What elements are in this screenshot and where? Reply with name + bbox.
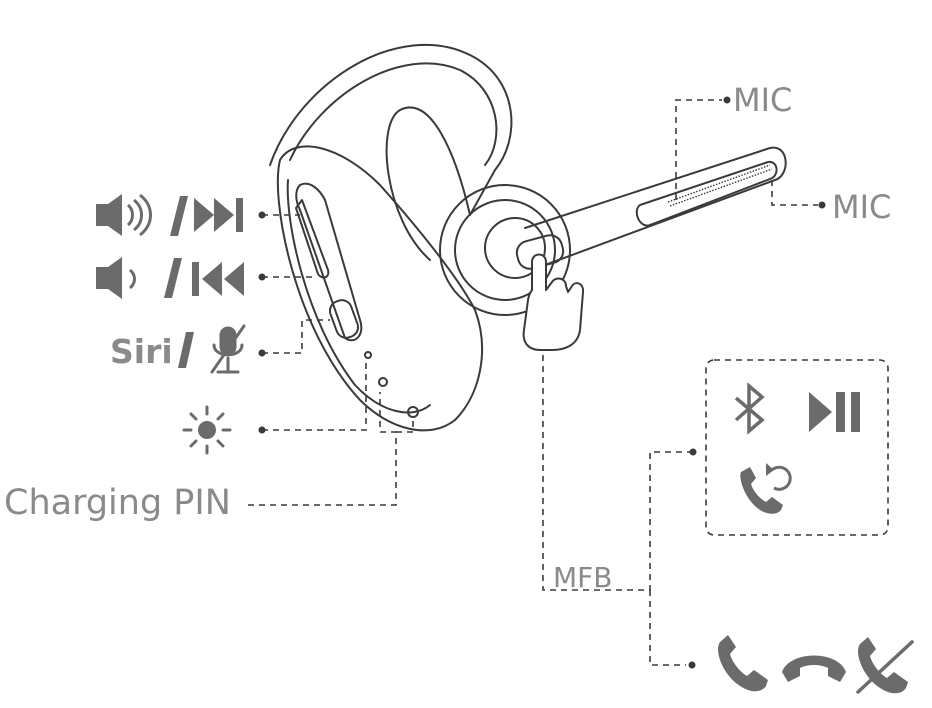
mfb-function-box [705, 359, 889, 536]
slash-3 [178, 332, 194, 368]
mic-mute-icon [210, 324, 246, 374]
leader-charging [248, 392, 397, 506]
earbud-ring [454, 199, 556, 301]
mic-top-label: MIC [733, 81, 793, 119]
mfb-label: MFB [553, 561, 613, 594]
volume-rocker [295, 199, 330, 279]
reject-call-icon [856, 637, 914, 694]
earbud-inner [484, 217, 546, 279]
next-track-icon [194, 198, 243, 232]
headset-body-inner [286, 179, 431, 414]
leader-dots [258, 96, 826, 669]
leader-siri [262, 319, 330, 354]
earbud-outer [439, 184, 571, 316]
led-hole [364, 351, 372, 359]
charging-pin-2 [407, 406, 419, 418]
volume-down-icon [96, 257, 136, 299]
play-pause-icon [809, 392, 860, 432]
slash-2 [164, 258, 182, 298]
slash-1 [170, 196, 188, 236]
charging-pin-label: Charging PIN [4, 483, 231, 523]
headset-ear-hook-inner [289, 62, 498, 166]
leader-led [262, 362, 367, 431]
end-call-icon [782, 655, 846, 682]
mic-right-label: MIC [832, 188, 892, 226]
boom-mic-outline [524, 146, 787, 266]
mic-grille [667, 164, 773, 207]
siri-label: Siri [110, 332, 173, 371]
leader-mic-top [675, 99, 722, 200]
led-light-icon [182, 405, 232, 455]
volume-up-icon [96, 193, 152, 237]
previous-track-icon [192, 262, 244, 296]
headset-ear-hook [269, 43, 513, 261]
answer-call-icon [718, 635, 768, 692]
leader-mic-right [771, 180, 818, 206]
boom-mic-inner [635, 160, 778, 227]
headset-body-outline [276, 145, 484, 432]
switch-call-icon [740, 463, 792, 514]
headset-side-panel [295, 182, 363, 342]
leader-mfb [542, 355, 690, 591]
siri-button [328, 299, 360, 339]
charging-pin-1 [378, 377, 388, 387]
bluetooth-icon [734, 382, 765, 435]
leader-mfb-calls [649, 590, 686, 666]
leader-charging-2 [396, 420, 414, 433]
finger-press-icon [522, 253, 585, 351]
